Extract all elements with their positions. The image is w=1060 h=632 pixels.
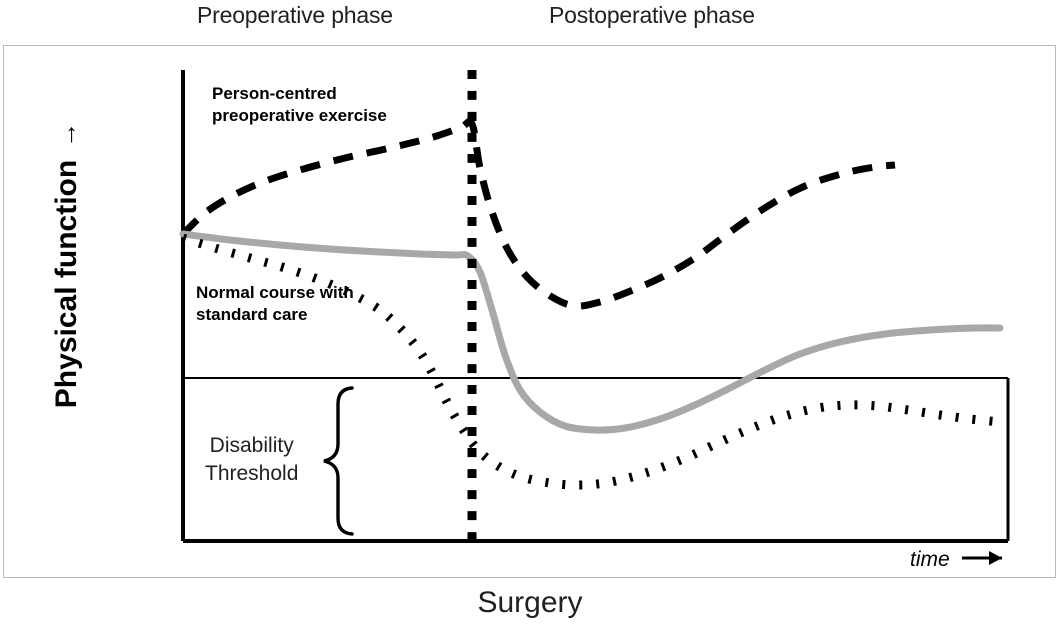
annotation-normal-course: Normal course with standard care xyxy=(196,283,354,325)
disability-brace-icon xyxy=(323,386,354,536)
series-path-2 xyxy=(181,233,1001,490)
series-path-0 xyxy=(180,117,896,310)
figure-frame xyxy=(3,45,1056,578)
surgery-caption: Surgery xyxy=(477,586,583,619)
postoperative-phase-label: Postoperative phase xyxy=(549,2,755,28)
annotation-preoperative-exercise: Person-centred preoperative exercise xyxy=(212,84,387,126)
annotation-disability-threshold: Disability Threshold xyxy=(205,434,299,486)
series-path-1 xyxy=(179,230,1004,434)
axes-group xyxy=(181,70,1010,565)
x-axis-time-label: time xyxy=(910,548,950,571)
data-series-group xyxy=(179,70,1004,545)
time-arrow-head-icon xyxy=(989,551,1002,565)
preoperative-phase-label: Preoperative phase xyxy=(197,2,393,28)
